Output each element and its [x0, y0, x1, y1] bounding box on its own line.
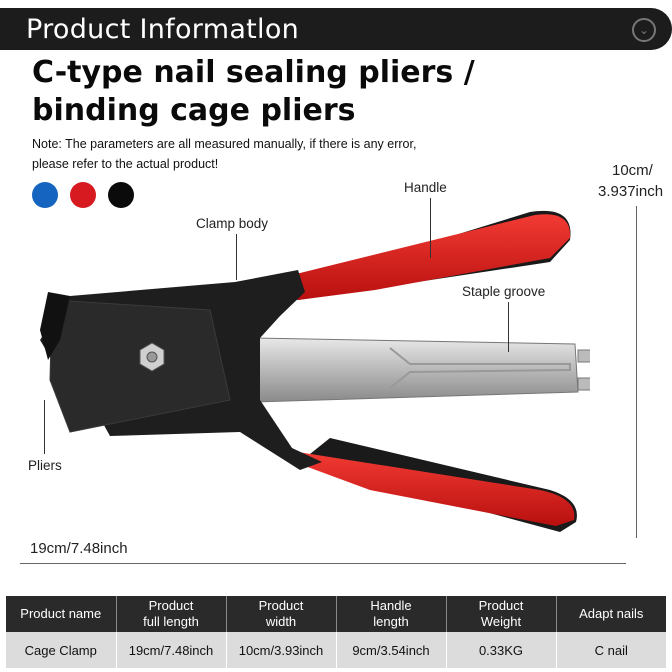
- height-dimension-label: 3.937inch: [598, 183, 664, 200]
- callout-leader: [508, 302, 509, 352]
- callout-clamp-body: Clamp body: [196, 216, 269, 231]
- color-swatch-blue[interactable]: [32, 182, 58, 208]
- callout-handle: Handle: [404, 180, 447, 195]
- callout-pliers: Pliers: [28, 458, 62, 473]
- column-header: Product name: [6, 596, 116, 632]
- height-dimension-label: 10cm/: [612, 162, 653, 179]
- callout-leader: [236, 234, 237, 280]
- chevron-down-icon[interactable]: ⌄: [632, 18, 656, 42]
- pliers-illustration: [40, 210, 590, 532]
- table-cell: C nail: [555, 632, 666, 668]
- clamp-plate: [49, 299, 231, 433]
- table-cell: 9cm/3.54inch: [335, 632, 446, 668]
- lower-handle-red: [298, 452, 575, 526]
- note-line: please refer to the actual product!: [32, 157, 219, 171]
- table-cell: 10cm/3.93inch: [225, 632, 336, 668]
- staple-groove-rail: [389, 347, 571, 389]
- width-dimension-label: 19cm/7.48inch: [30, 540, 128, 557]
- table-cell: 19cm/7.48inch: [115, 632, 226, 668]
- note-line: Note: The parameters are all measured ma…: [32, 137, 417, 151]
- color-swatch-red[interactable]: [70, 182, 96, 208]
- width-dimension-line: [20, 563, 626, 564]
- callout-staple-groove: Staple groove: [462, 284, 546, 299]
- height-dimension-line: [636, 206, 637, 538]
- product-title: C-type nail sealing pliers / binding cag…: [32, 54, 475, 130]
- header-bar: Product Informatlon ⌄: [0, 8, 672, 50]
- table-row: Cage Clamp 19cm/7.48inch 10cm/3.93inch 9…: [6, 632, 666, 668]
- product-title-line: binding cage pliers: [32, 93, 356, 128]
- product-title-line: C-type nail sealing pliers /: [32, 55, 475, 90]
- table-cell: Cage Clamp: [6, 632, 116, 668]
- column-header: Adapt nails: [555, 596, 666, 632]
- upper-handle-red: [296, 214, 571, 300]
- staple-tip: [577, 349, 590, 363]
- measurement-note: Note: The parameters are all measured ma…: [32, 134, 472, 174]
- color-options: [32, 182, 134, 208]
- header-title: Product Informatlon: [26, 14, 300, 45]
- callout-leader: [430, 198, 431, 258]
- callout-leader: [44, 400, 45, 454]
- jaw: [40, 292, 70, 360]
- staple-tip: [577, 377, 590, 391]
- color-swatch-black[interactable]: [108, 182, 134, 208]
- table-cell: 0.33KG: [445, 632, 556, 668]
